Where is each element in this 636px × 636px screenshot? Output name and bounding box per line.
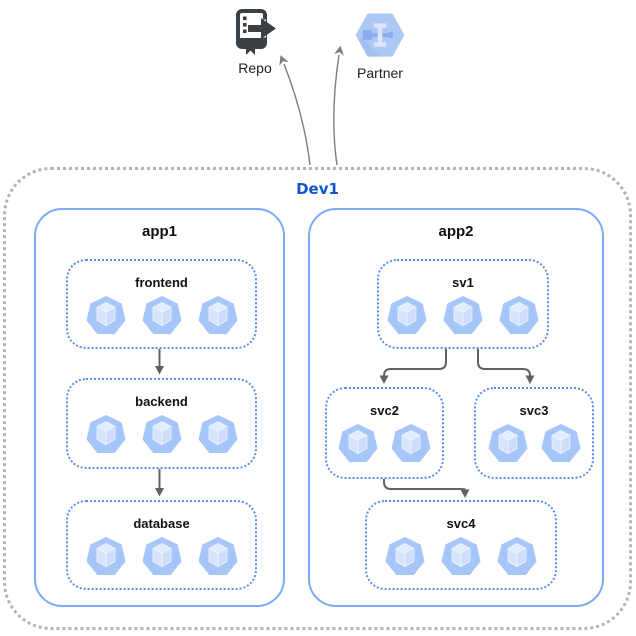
arrow-dev1-partner: [333, 45, 344, 166]
app-box-app2: app2 sv1 svc2 svc3 svc4: [308, 208, 604, 607]
pod-icon: [86, 537, 125, 575]
svc4-title: svc4: [446, 516, 476, 531]
service-box-frontend: frontend: [66, 259, 257, 349]
env-label: Dev1: [296, 180, 339, 198]
sv1-title: sv1: [452, 275, 474, 290]
partner-label: Partner: [357, 65, 403, 81]
app2-title: app2: [438, 223, 474, 240]
pod-icon: [142, 415, 181, 453]
svc2-pods: [327, 423, 442, 465]
service-box-svc4: svc4: [365, 500, 557, 590]
partner-node: Partner: [347, 12, 413, 81]
pod-icon: [497, 537, 537, 575]
service-box-svc3: svc3: [474, 387, 594, 479]
pod-icon: [443, 296, 483, 334]
database-title: database: [133, 516, 190, 531]
pod-icon: [488, 424, 527, 462]
pod-icon: [441, 537, 481, 575]
pod-icon: [86, 415, 125, 453]
pod-icon: [387, 296, 427, 334]
app-box-app1: app1 frontend backend database: [34, 208, 285, 607]
svc4-pods: [367, 536, 555, 578]
pod-icon: [198, 415, 237, 453]
service-box-svc2: svc2: [325, 387, 444, 479]
svc3-title: svc3: [519, 403, 549, 418]
repo-node: Repo: [226, 8, 284, 76]
service-box-sv1: sv1: [377, 259, 549, 349]
pod-icon: [385, 537, 425, 575]
service-box-database: database: [66, 500, 257, 590]
database-pods: [68, 536, 255, 578]
svc2-title: svc2: [370, 403, 399, 418]
env-boundary-dev1: Dev1: [3, 167, 632, 630]
sv1-pods: [379, 295, 547, 337]
frontend-title: frontend: [135, 275, 188, 290]
backend-pods: [68, 414, 255, 456]
pod-icon: [541, 424, 580, 462]
source-repository-icon: [236, 9, 276, 55]
pod-icon: [86, 296, 125, 334]
pod-icon: [338, 424, 378, 462]
pod-icon: [198, 296, 237, 334]
partner-interconnect-icon: [355, 13, 405, 57]
pod-icon: [391, 424, 431, 462]
pod-icon: [198, 537, 237, 575]
app1-title: app1: [141, 223, 177, 240]
svc3-pods: [476, 423, 592, 465]
frontend-pods: [68, 295, 255, 337]
pod-icon: [142, 537, 181, 575]
service-box-backend: backend: [66, 378, 257, 469]
pod-icon: [142, 296, 181, 334]
repo-label: Repo: [238, 60, 272, 76]
arrow-dev1-repo: [279, 55, 311, 166]
pod-icon: [499, 296, 539, 334]
backend-title: backend: [135, 394, 188, 409]
